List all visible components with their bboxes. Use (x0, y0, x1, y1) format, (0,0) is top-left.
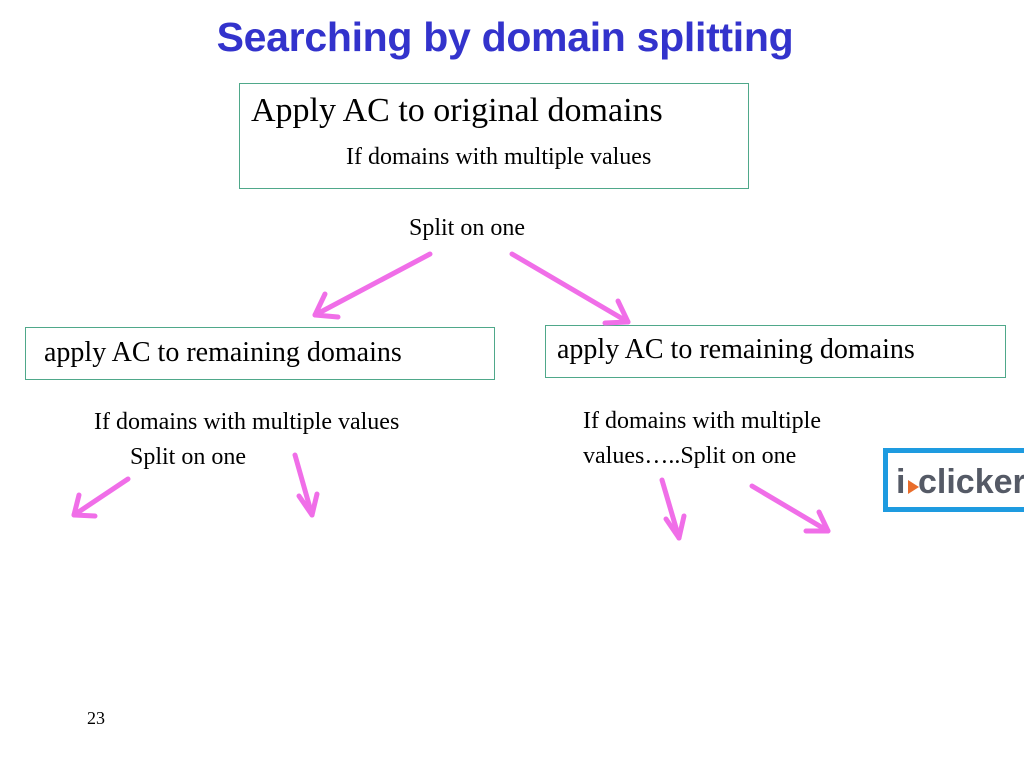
left-branch-label: apply AC to remaining domains (44, 337, 402, 368)
logo-play-icon (908, 480, 919, 494)
root-node-box: Apply AC to original domains If domains … (239, 83, 749, 189)
root-node-condition: If domains with multiple values (346, 144, 652, 170)
arrow-right-to-right (749, 483, 831, 534)
right-branch-condition-line2: values…..Split on one (583, 443, 797, 469)
right-branch-condition-line1: If domains with multiple (583, 408, 821, 434)
slide-title: Searching by domain splitting (216, 14, 794, 60)
left-branch-split-label: Split on one (130, 444, 247, 470)
arrow-root-to-right (509, 251, 631, 326)
arrow-left-to-left (71, 476, 131, 519)
iclicker-logo: i clicker. (883, 448, 1024, 512)
arrow-root-to-left (312, 251, 433, 320)
page-number: 23 (87, 708, 105, 728)
root-node-label: Apply AC to original domains (251, 92, 663, 129)
left-branch-box: apply AC to remaining domains (25, 327, 495, 380)
right-branch-box: apply AC to remaining domains (545, 325, 1006, 378)
right-branch-label: apply AC to remaining domains (557, 334, 915, 365)
arrow-left-to-down (292, 452, 320, 518)
split-label: Split on one (409, 215, 526, 241)
logo-i-letter: i (896, 463, 906, 501)
arrow-right-to-down (659, 477, 687, 541)
left-branch-condition: If domains with multiple values (94, 409, 400, 435)
logo-wordmark: clicker. (918, 463, 1024, 501)
